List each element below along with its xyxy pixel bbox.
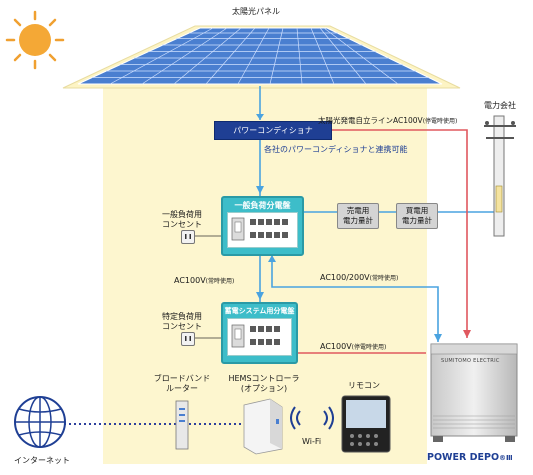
power-company-label: 電力会社	[484, 101, 516, 110]
power-conditioner-box: パワーコンディショナ	[214, 121, 332, 140]
storage-distribution-panel: 蓄電システム用分電盤	[221, 302, 298, 364]
self-sustaining-line-label: 太陽光発電自立ラインAC100V(停電時使用)	[318, 116, 457, 127]
specific-outlet-label-2: コンセント	[162, 322, 202, 331]
general-distribution-panel: 一般負荷分電盤	[221, 196, 304, 256]
ac100-200-text: AC100/200V	[320, 273, 370, 282]
self-sustaining-line-note: (停電時使用)	[422, 118, 458, 125]
line-ac100-200	[271, 255, 439, 342]
ac100-normal-text: AC100V	[174, 276, 206, 285]
product-name-label: POWER DEPO®Ⅲ	[427, 453, 513, 463]
hems-controller-label: HEMSコントローラ (オプション)	[224, 374, 304, 394]
line-self-sustaining	[331, 129, 468, 338]
product-suffix-text: ®Ⅲ	[499, 454, 513, 462]
broadband-router-label-2: ルーター	[166, 384, 198, 393]
router-icon	[175, 400, 189, 450]
ac100-outage-note: (停電時使用)	[351, 344, 387, 351]
hems-controller-label-1: HEMSコントローラ	[228, 374, 300, 383]
sell-meter-label-2: 電力量計	[343, 216, 373, 225]
specific-outlet-label-1: 特定負荷用	[162, 312, 202, 321]
general-panel-title: 一般負荷分電盤	[234, 201, 291, 210]
pcs-compatibility-label: 各社のパワーコンディショナと連携可能	[264, 145, 408, 154]
general-outlet-label: 一般負荷用 コンセント	[160, 210, 204, 230]
hems-icon	[240, 397, 286, 455]
solar-panel-label: 太陽光パネル	[232, 7, 280, 16]
ac100-200-note: (常時使用)	[369, 275, 399, 282]
ac100-outage-text: AC100V	[320, 342, 352, 351]
wifi-icon	[290, 403, 334, 433]
utility-pole-icon	[480, 112, 520, 238]
internet-label: インターネット	[14, 456, 70, 465]
storage-panel-title: 蓄電システム用分電盤	[224, 307, 295, 315]
general-outlet-label-1: 一般負荷用	[162, 210, 202, 219]
general-panel-inner	[227, 212, 298, 248]
buy-meter-label-2: 電力量計	[402, 216, 432, 225]
remote-icon	[340, 394, 392, 454]
outlet-icon	[181, 332, 195, 346]
buy-meter-label-1: 買電用	[405, 206, 429, 215]
ac100-200-label: AC100/200V(常時使用)	[320, 273, 398, 284]
storage-panel-inner	[227, 318, 292, 356]
self-sustaining-line-text: 太陽光発電自立ラインAC100V	[318, 116, 423, 125]
sell-meter-label-1: 売電用	[346, 206, 370, 215]
wifi-label: Wi-Fi	[302, 437, 322, 446]
ac100-normal-note: (常時使用)	[205, 278, 235, 285]
general-outlet-label-2: コンセント	[162, 220, 202, 229]
ac100-outage-label: AC100V(停電時使用)	[320, 342, 386, 353]
sell-power-meter: 売電用 電力量計	[337, 203, 379, 229]
specific-outlet-label: 特定負荷用 コンセント	[160, 312, 204, 332]
battery-unit-icon: SUMITOMO ELECTRIC	[427, 342, 521, 446]
ac100-normal-label: AC100V(常時使用)	[174, 276, 234, 287]
sun-icon	[3, 8, 67, 72]
globe-icon	[12, 394, 68, 450]
unit-brand-label: SUMITOMO ELECTRIC	[441, 358, 500, 364]
broadband-router-label: ブロードバンド ルーター	[152, 374, 212, 394]
hems-controller-label-2: (オプション)	[240, 384, 288, 393]
broadband-router-label-1: ブロードバンド	[153, 374, 211, 383]
buy-power-meter: 買電用 電力量計	[396, 203, 438, 229]
product-name-text: POWER DEPO	[427, 452, 500, 463]
solar-panel-icon	[77, 27, 443, 85]
outlet-icon	[181, 230, 195, 244]
remote-label: リモコン	[348, 381, 380, 390]
